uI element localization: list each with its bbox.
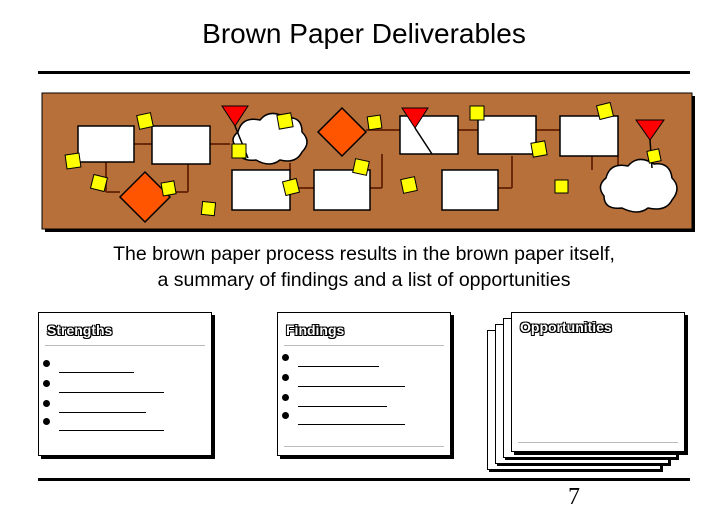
bullet-icon: [43, 418, 50, 425]
issue-flags: [221, 105, 665, 169]
process-box: [477, 115, 537, 155]
placeholder-line: [298, 424, 405, 425]
placeholder-line: [298, 366, 379, 367]
bullet-item: [43, 413, 203, 433]
placeholder-line: [59, 430, 164, 431]
footer-line: [284, 446, 444, 447]
bullet-icon: [43, 400, 50, 407]
opportunities-title: Opportunities: [520, 319, 612, 335]
process-box: [77, 125, 135, 163]
bullet-icon: [43, 360, 50, 367]
findings-title: Findings: [286, 322, 345, 338]
bullet-item: [282, 389, 442, 409]
footer-line: [518, 442, 678, 443]
title-divider: [38, 71, 690, 74]
placeholder-line: [59, 412, 146, 413]
bullet-icon: [282, 394, 289, 401]
bullet-icon: [282, 374, 289, 381]
bullet-icon: [282, 412, 289, 419]
bullet-item: [282, 349, 442, 369]
placeholder-line: [298, 386, 405, 387]
process-box: [399, 115, 459, 155]
slide-title: Brown Paper Deliverables: [202, 18, 526, 49]
placeholder-line: [59, 392, 164, 393]
process-box: [559, 115, 619, 157]
cloud-shape: [599, 158, 678, 213]
decision-diamond: [316, 106, 368, 158]
placeholder-line: [59, 372, 134, 373]
strengths-title: Strengths: [47, 322, 113, 338]
caption-line-2: a summary of findings and a list of oppo…: [157, 269, 571, 291]
decision-diamonds: [118, 106, 368, 224]
bullet-item: [282, 369, 442, 389]
bullet-item: [43, 395, 203, 415]
opportunities-document: Opportunities: [511, 312, 685, 452]
sticky-notes: [64, 101, 662, 217]
findings-document: Findings: [277, 312, 451, 456]
page-number: 7: [568, 484, 580, 510]
placeholder-line: [298, 406, 387, 407]
bullet-item: [282, 407, 442, 427]
title-underline: [45, 345, 205, 346]
caption: The brown paper process results in the b…: [30, 241, 698, 293]
bullet-item: [43, 375, 203, 395]
caption-line-1: The brown paper process results in the b…: [113, 243, 615, 265]
process-box: [151, 125, 211, 165]
process-box: [231, 169, 291, 211]
footer-divider: [38, 478, 690, 481]
bullet-icon: [282, 354, 289, 361]
brown-paper-illustration: [41, 92, 695, 232]
strengths-document: Strengths: [38, 312, 212, 456]
process-box: [441, 169, 499, 211]
bullet-icon: [43, 380, 50, 387]
process-boxes: [77, 115, 619, 211]
process-box: [313, 169, 371, 211]
title-underline: [284, 345, 444, 346]
bullet-item: [43, 355, 203, 375]
